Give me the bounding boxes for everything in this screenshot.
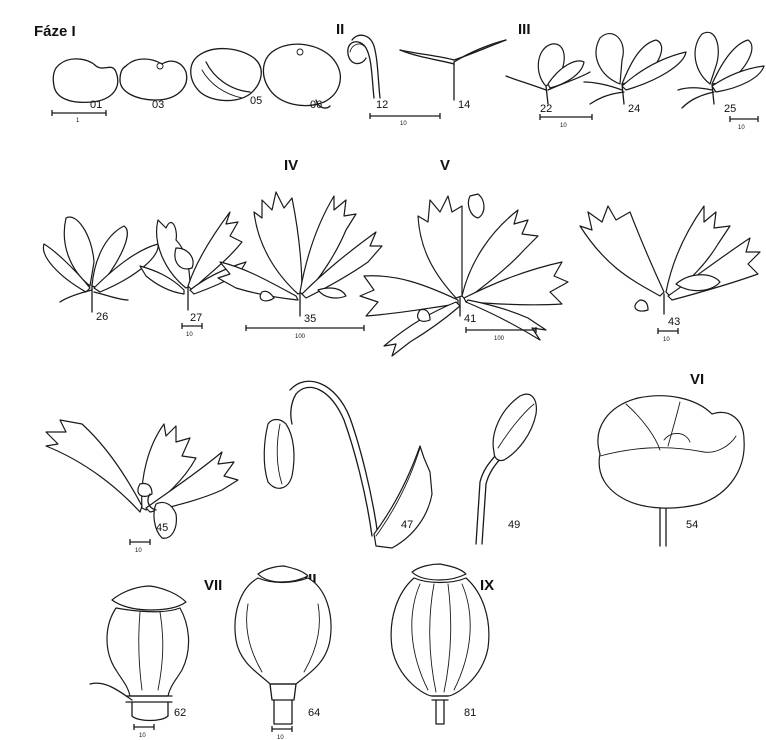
stage-number-25: 25	[724, 103, 736, 115]
seedling-drawing-25	[678, 32, 764, 108]
phase-label-ii: II	[336, 21, 344, 38]
phase-label-v: V	[440, 157, 450, 174]
stage-number-22: 22	[540, 103, 552, 115]
scale-bar-stage-45	[130, 539, 150, 545]
stage-number-03: 03	[152, 99, 164, 111]
phase-label-iv: IV	[284, 157, 298, 174]
scale-value-1: 1	[76, 118, 80, 124]
scale-value-6: 100	[295, 334, 306, 340]
stage-number-81: 81	[464, 707, 476, 719]
capsule-drawing-64	[235, 566, 331, 724]
stage-number-27: 27	[190, 312, 202, 324]
scale-value-10: 10	[139, 733, 146, 739]
capsule-drawing-62	[90, 586, 189, 721]
seedling-drawing-12	[348, 35, 380, 98]
bud-drawing-49	[476, 394, 536, 544]
stage-number-47: 47	[401, 519, 413, 531]
rosette-drawing-41	[360, 194, 568, 356]
stage-number-54: 54	[686, 519, 698, 531]
stage-number-01: 01	[90, 99, 102, 111]
scale-value-3: 10	[560, 123, 567, 129]
capsule-drawing-81	[391, 564, 489, 724]
stage-number-35: 35	[304, 313, 316, 325]
stage-number-43: 43	[668, 316, 680, 328]
scale-value-2: 10	[400, 121, 407, 127]
bud-plant-drawing-45	[46, 420, 238, 538]
stage-number-62: 62	[174, 707, 186, 719]
seedling-drawing-24	[584, 34, 686, 104]
scale-value-11: 10	[277, 735, 284, 740]
scale-bar-stage-25	[730, 116, 758, 122]
phase-label-vii: VII	[204, 577, 222, 594]
phase-label-vi: VI	[690, 371, 704, 388]
rosette-drawing-43	[580, 206, 760, 314]
scale-value-8: 10	[663, 337, 670, 343]
seed-drawing-03	[120, 59, 187, 100]
scale-value-7: 100	[494, 336, 505, 342]
scale-bar-stage-62	[134, 724, 154, 730]
stage-number-41: 41	[464, 313, 476, 325]
seedling-drawing-22	[506, 44, 590, 104]
rosette-drawing-26	[43, 217, 158, 312]
flower-drawing-54	[598, 396, 744, 546]
scale-bar-stage-43	[658, 328, 678, 334]
phase-label-iii: III	[518, 21, 531, 38]
scale-bar-stage-64	[272, 726, 292, 732]
scale-value-4: 10	[738, 125, 745, 131]
seedling-drawing-14	[400, 40, 506, 100]
seed-drawing-05	[191, 49, 262, 101]
scale-bar-stage-35	[246, 325, 364, 331]
phase-label-i: Fáze I	[34, 23, 76, 40]
stage-number-14: 14	[458, 99, 470, 111]
stage-number-24: 24	[628, 103, 640, 115]
stage-number-64: 64	[308, 707, 320, 719]
phase-label-ix: IX	[480, 577, 494, 594]
seed-drawing-01	[53, 59, 117, 102]
scale-bar-phase-ii	[370, 113, 440, 119]
scale-value-9: 10	[135, 548, 142, 554]
rosette-drawing-27	[140, 212, 246, 310]
stage-number-05: 05	[250, 95, 262, 107]
seed-drawing-06	[263, 44, 340, 108]
scale-value-5: 10	[186, 332, 193, 338]
stage-number-49: 49	[508, 519, 520, 531]
stage-number-06: 06	[310, 99, 322, 111]
stage-number-12: 12	[376, 99, 388, 111]
stage-number-45: 45	[156, 522, 168, 534]
rosette-drawing-35	[218, 192, 382, 316]
stage-number-26: 26	[96, 311, 108, 323]
